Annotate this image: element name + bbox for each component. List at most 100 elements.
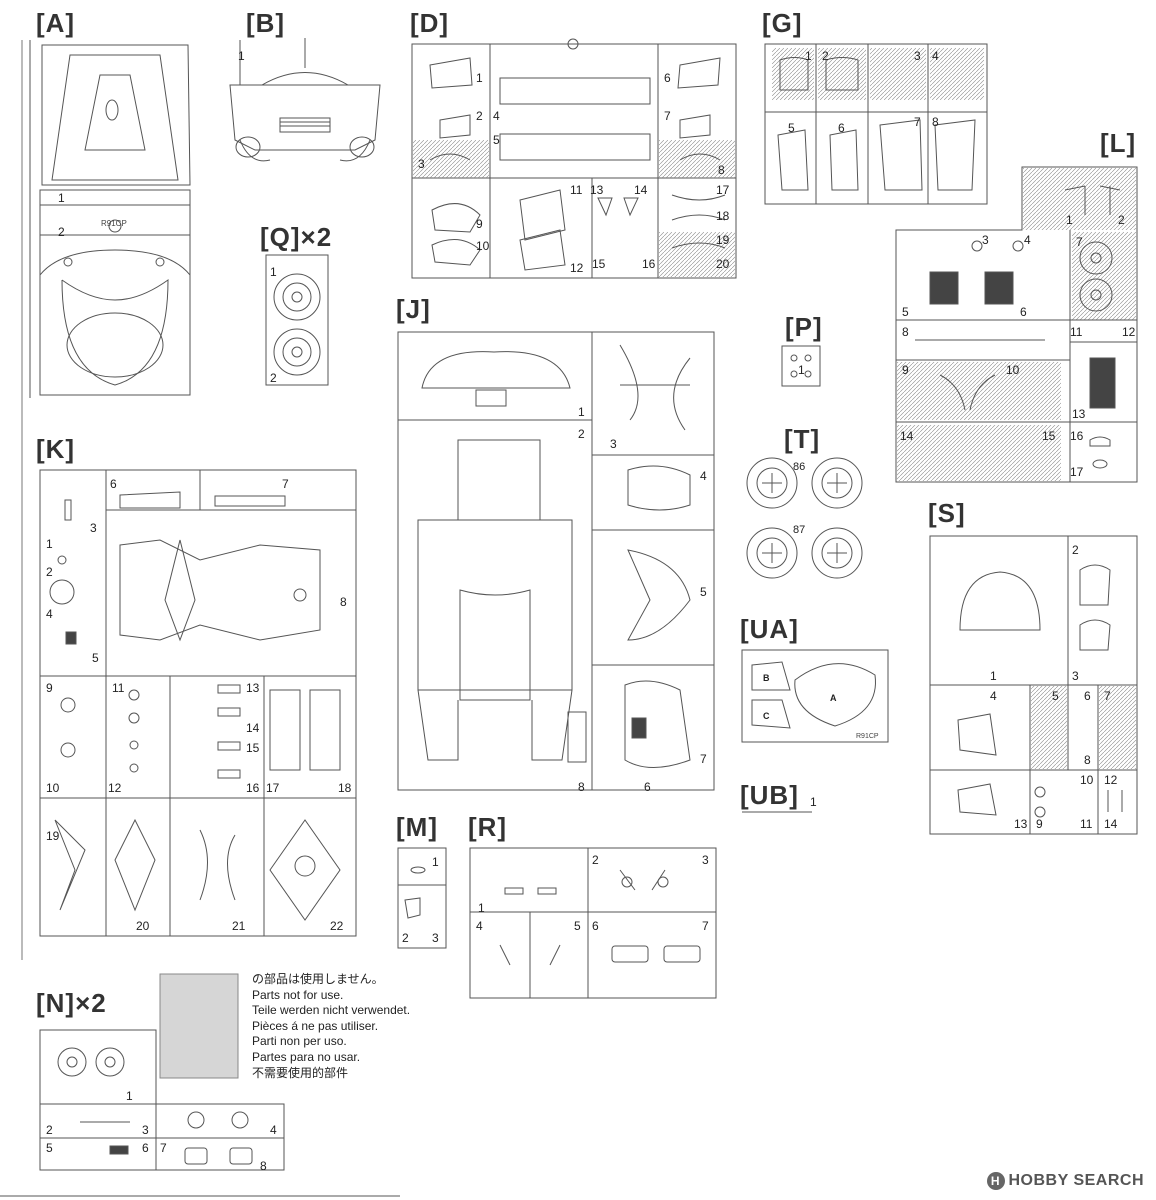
part-number-n-6: 6: [142, 1141, 149, 1155]
sprue-t-frame: [746, 457, 863, 579]
part-number-d-17: 17: [716, 183, 730, 197]
sprue-label-p: [P]: [785, 312, 823, 342]
part-number-l-10: 10: [1006, 363, 1020, 377]
part-number-g-8: 8: [932, 115, 939, 129]
part-number-j-6: 6: [644, 780, 651, 794]
part-number-s-1: 1: [990, 669, 997, 683]
part-number-r-1: 1: [478, 901, 485, 915]
part-number-k-3: 3: [90, 521, 97, 535]
part-number-s-2: 2: [1072, 543, 1079, 557]
part-number-l-13: 13: [1072, 407, 1086, 421]
part-number-k-19: 19: [46, 829, 60, 843]
notice-line-zh: 不需要使用的部件: [252, 1065, 349, 1080]
part-number-l-5: 5: [902, 305, 909, 319]
part-number-k-18: 18: [338, 781, 352, 795]
sprue-p-frame: [781, 345, 821, 387]
part-number-k-5: 5: [92, 651, 99, 665]
sprue-label-m: [M]: [396, 812, 438, 842]
part-number-j-2: 2: [578, 427, 585, 441]
sprue-n-frame: [0, 1029, 400, 1197]
notice-line-en: Parts not for use.: [252, 987, 344, 1002]
ua-tag: R91CP: [856, 733, 879, 740]
sprue-s-frame: [929, 535, 1138, 835]
part-number-s-5: 5: [1052, 689, 1059, 703]
part-number-k-22: 22: [330, 919, 344, 933]
part-number-j-5: 5: [700, 585, 707, 599]
part-number-s-3: 3: [1072, 669, 1079, 683]
sprue-m-frame: [397, 847, 447, 949]
t-code-87: 87: [793, 524, 806, 536]
hobby-search-logo-icon: H: [986, 1171, 1005, 1190]
part-number-k-14: 14: [246, 721, 260, 735]
part-number-d-1: 1: [476, 71, 483, 85]
part-number-m-2: 2: [402, 931, 409, 945]
sprue-label-r: [R]: [468, 812, 508, 842]
sprue-label-q: [Q]×2: [260, 222, 333, 252]
sprue-label-l: [L]: [1100, 128, 1137, 158]
sprue-label-j: [J]: [396, 294, 431, 324]
sprue-ua-frame: [741, 649, 889, 743]
part-number-d-7: 7: [664, 109, 671, 123]
sprue-j-frame: [397, 331, 715, 791]
part-number-k-20: 20: [136, 919, 150, 933]
part-number-s-6: 6: [1084, 689, 1091, 703]
part-number-s-9: 9: [1036, 817, 1043, 831]
part-number-a-2: 2: [58, 225, 65, 239]
part-number-g-2: 2: [822, 49, 829, 63]
notice-line-it: Parti non per uso.: [252, 1034, 347, 1049]
part-number-k-10: 10: [46, 781, 60, 795]
part-number-s-7: 7: [1104, 689, 1111, 703]
part-number-d-8: 8: [718, 163, 725, 177]
part-number-l-16: 16: [1070, 429, 1084, 443]
part-number-k-9: 9: [46, 681, 53, 695]
sprue-label-ub: [UB]: [740, 780, 799, 810]
part-number-k-7: 7: [282, 477, 289, 491]
part-number-l-8: 8: [902, 325, 909, 339]
part-number-l-14: 14: [900, 429, 914, 443]
part-number-s-14: 14: [1104, 817, 1118, 831]
sprue-l-frame: [895, 166, 1138, 483]
part-number-s-13: 13: [1014, 817, 1028, 831]
sprue-label-n: [N]×2: [36, 988, 107, 1018]
not-used-swatch: [159, 973, 239, 1079]
part-number-r-3: 3: [702, 853, 709, 867]
part-number-d-6: 6: [664, 71, 671, 85]
not-used-notice: の部品は使用しません。 Parts not for use. Teile wer…: [252, 972, 410, 1081]
sprue-label-d: [D]: [410, 8, 450, 38]
part-number-d-20: 20: [716, 257, 730, 271]
part-number-k-1: 1: [46, 537, 53, 551]
sprue-label-b: [B]: [246, 8, 286, 38]
part-number-j-3: 3: [610, 437, 617, 451]
sprue-q-frame: [265, 254, 329, 386]
sprue-label-g: [G]: [762, 8, 803, 38]
part-number-j-4: 4: [700, 469, 707, 483]
notice-line-fr: Pièces á ne pas utiliser.: [252, 1018, 379, 1033]
part-number-d-4: 4: [493, 109, 500, 123]
part-number-d-10: 10: [476, 239, 490, 253]
notice-line-ja: の部品は使用しません。: [252, 972, 384, 986]
part-number-k-15: 15: [246, 741, 260, 755]
t-code-86: 86: [793, 461, 806, 473]
part-number-j-8: 8: [578, 780, 585, 794]
sprue-a-frame: [29, 40, 191, 398]
part-number-r-4: 4: [476, 919, 483, 933]
part-number-k-8: 8: [340, 595, 347, 609]
part-number-b-1: 1: [238, 49, 245, 63]
part-number-r-5: 5: [574, 919, 581, 933]
part-number-r-2: 2: [592, 853, 599, 867]
part-number-k-12: 12: [108, 781, 122, 795]
watermark-text: HOBBY SEARCH: [1008, 1172, 1144, 1189]
part-number-g-3: 3: [914, 49, 921, 63]
part-number-s-8: 8: [1084, 753, 1091, 767]
part-number-q-1: 1: [270, 265, 277, 279]
part-number-d-2: 2: [476, 109, 483, 123]
part-number-s-11: 11: [1080, 817, 1093, 831]
part-number-d-14: 14: [634, 183, 648, 197]
part-number-m-3: 3: [432, 931, 439, 945]
part-number-k-4: 4: [46, 607, 53, 621]
part-number-d-13: 13: [590, 183, 604, 197]
part-number-g-7: 7: [914, 115, 921, 129]
part-number-d-16: 16: [642, 257, 656, 271]
part-number-l-1: 1: [1066, 213, 1073, 227]
